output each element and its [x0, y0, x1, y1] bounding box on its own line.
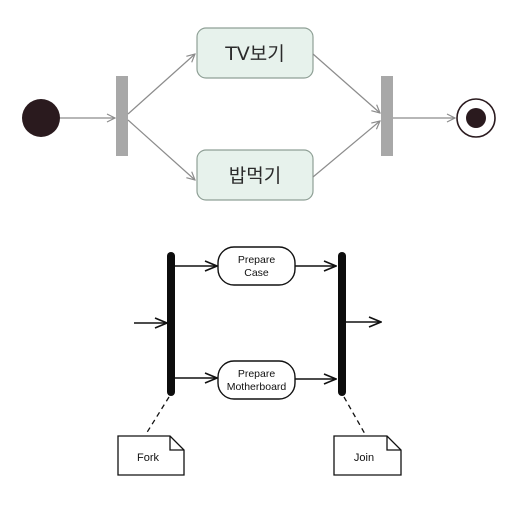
top-activity-diagram: TV보기 밥먹기	[22, 27, 496, 201]
join-note-label: Join	[354, 452, 374, 464]
edge-fork-to-eat	[127, 119, 195, 180]
action-prepare-motherboard: Prepare Motherboard	[217, 360, 296, 400]
action-watch-tv-label: TV보기	[224, 43, 285, 65]
join-note: Join	[333, 435, 402, 476]
action-prepare-case: Prepare Case	[217, 246, 296, 286]
join-note-anchor	[343, 396, 366, 435]
fork-note-anchor	[145, 396, 170, 435]
action-eat-label: 밥먹기	[229, 165, 281, 187]
action-eat: 밥먹기	[196, 149, 314, 201]
action-prepare-case-line2: Case	[244, 267, 269, 279]
edge-fork-to-tv	[127, 54, 195, 115]
final-node	[456, 98, 496, 138]
action-prepare-motherboard-line1: Prepare	[238, 368, 276, 380]
fork-note-label: Fork	[137, 452, 160, 464]
join-bar	[381, 76, 393, 156]
fork-bar	[116, 76, 128, 156]
edge-eat-to-join	[312, 121, 380, 178]
fork-note: Fork	[117, 435, 185, 476]
bottom-activity-diagram: Prepare Case Prepare Motherboard Fork Jo…	[117, 246, 402, 476]
fork-bar-bottom	[167, 252, 175, 396]
join-bar-bottom	[338, 252, 346, 396]
initial-node	[22, 99, 60, 137]
action-watch-tv: TV보기	[196, 27, 314, 79]
action-prepare-case-line1: Prepare	[238, 254, 276, 266]
action-prepare-motherboard-line2: Motherboard	[227, 381, 287, 393]
edge-tv-to-join	[312, 53, 380, 113]
